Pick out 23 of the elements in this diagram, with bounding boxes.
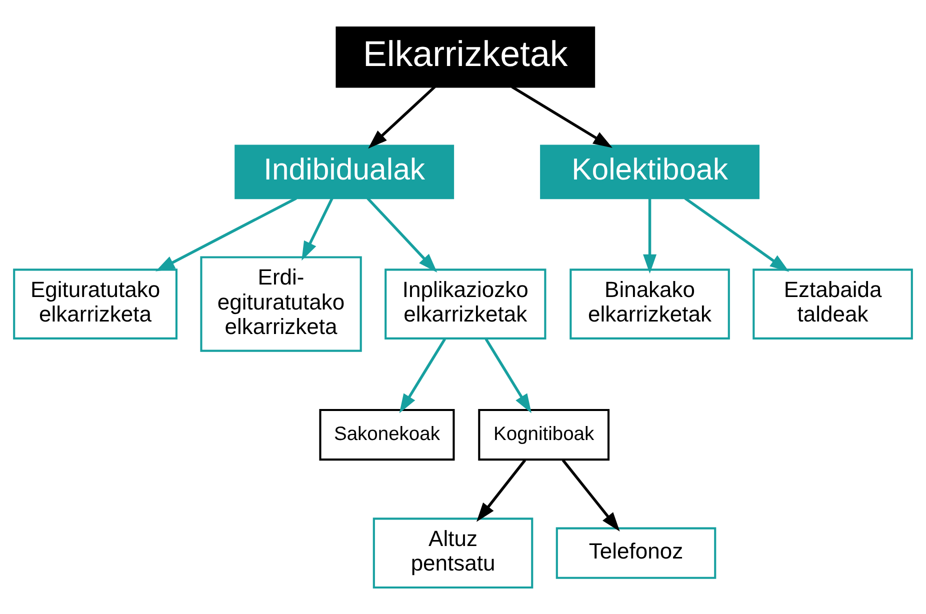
node-box: Telefonoz: [556, 526, 716, 578]
node-box: Kolektiboak: [540, 144, 760, 199]
arrow: [368, 85, 436, 148]
arrow: [399, 338, 446, 413]
arrow: [562, 458, 620, 531]
node-box: Erdi- egituratutako elkarrizketa: [200, 256, 362, 352]
node-box: Inplikaziozko elkarrizketak: [384, 268, 546, 339]
node-box: Sakonekoak: [319, 408, 455, 460]
arrow: [366, 196, 438, 272]
arrow: [302, 197, 334, 260]
arrow: [484, 338, 532, 413]
node-box: Elkarrizketak: [336, 26, 596, 88]
arrow: [511, 85, 612, 148]
node-box: Eztabaida taldeak: [752, 268, 913, 339]
node-box: Egituratutako elkarrizketa: [13, 268, 178, 339]
arrow: [156, 196, 297, 271]
arrow: [476, 458, 526, 522]
arrow: [643, 198, 657, 274]
node-box: Altuz pentsatu: [372, 517, 534, 588]
node-box: Binakako elkarrizketak: [570, 268, 730, 339]
node-box: Kognitiboak: [478, 408, 610, 460]
arrow: [684, 196, 790, 272]
node-box: Indibidualak: [234, 144, 454, 199]
